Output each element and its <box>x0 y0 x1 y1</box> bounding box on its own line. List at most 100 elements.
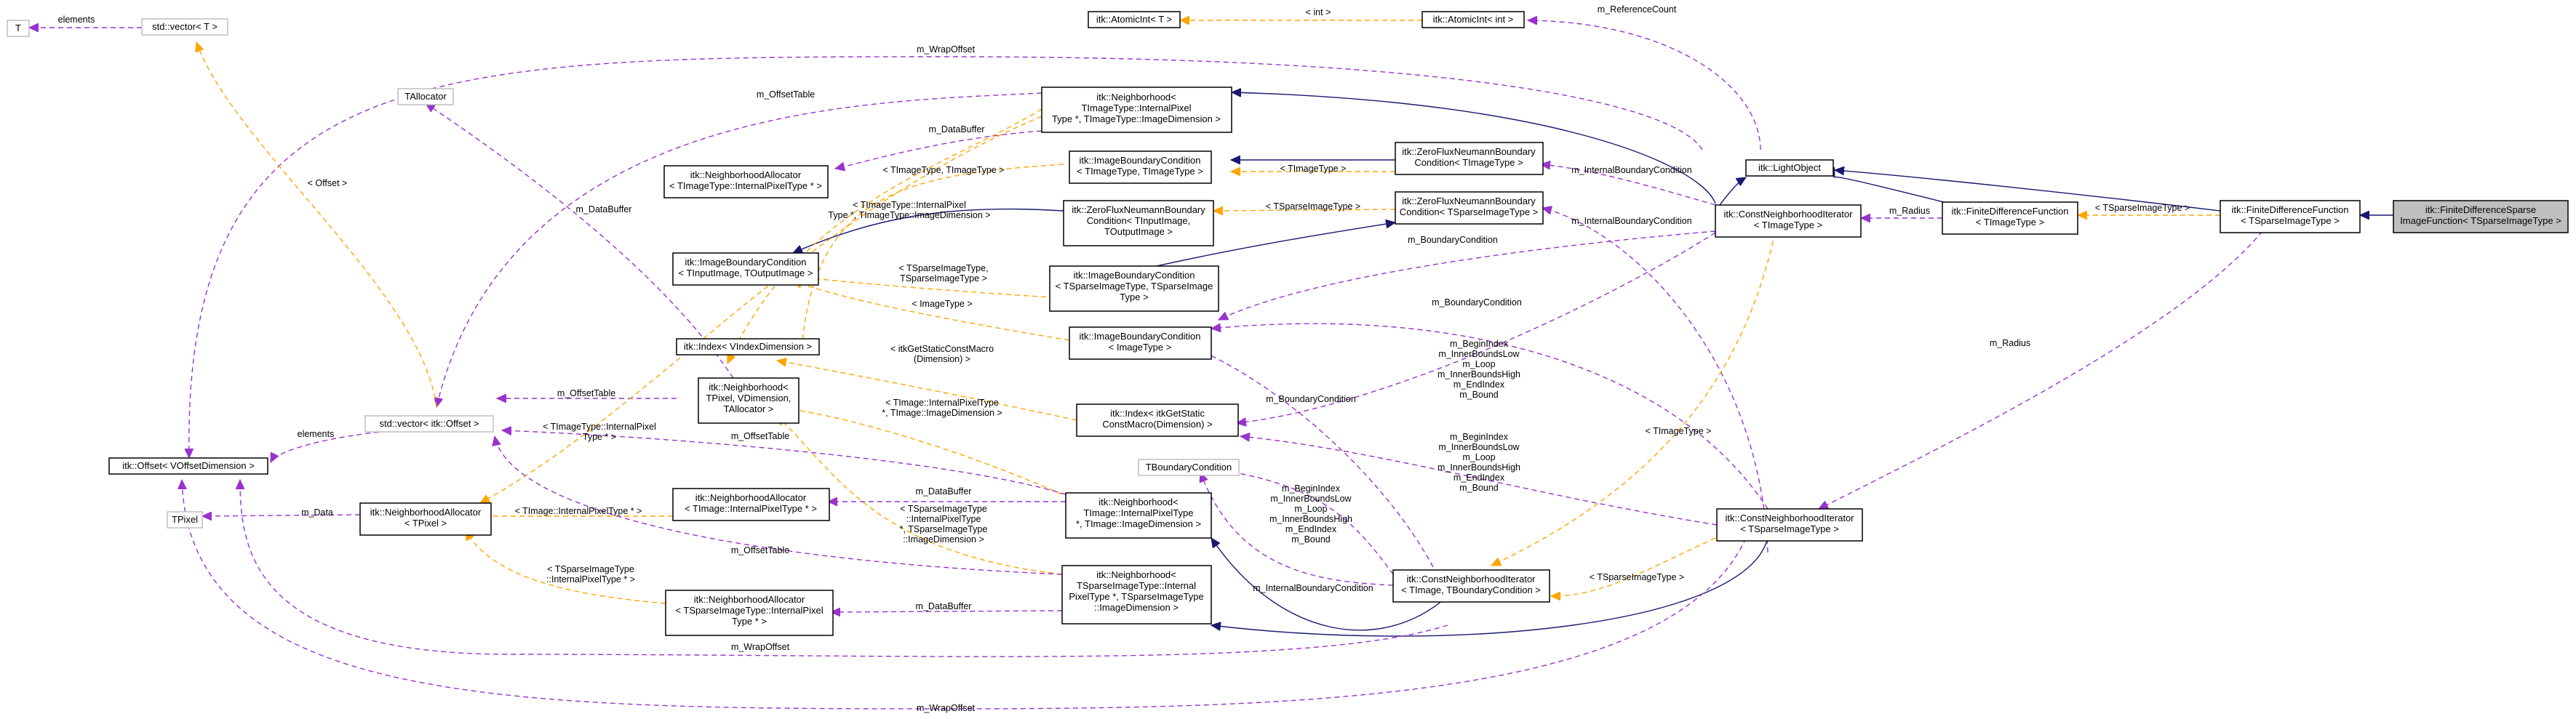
class-box-neighborhood-timagetype[interactable]: itk::Neighborhood<TImageType::InternalPi… <box>1041 87 1232 133</box>
text-line: itk::ConstNeighborhoodIterator <box>1723 209 1853 220</box>
class-box-ibc-tinput-toutput[interactable]: itk::ImageBoundaryCondition< TInputImage… <box>672 252 819 286</box>
svg-text:itk::Index< VIndexDimension >: itk::Index< VIndexDimension > <box>684 341 812 352</box>
label-databuffer-left: m_DataBuffer <box>576 204 632 214</box>
text-line: TImageType::InternalPixel <box>1081 103 1191 113</box>
label-boundary-1: m_BoundaryCondition <box>1408 235 1498 245</box>
class-box-tpixel[interactable]: TPixel <box>167 511 203 529</box>
edge-m-data <box>202 515 361 516</box>
text-line: (Dimension) > <box>914 354 970 364</box>
class-box-offset-voffsetdimension[interactable]: itk::Offset< VOffsetDimension > <box>108 457 268 475</box>
class-box-cni-timagetype[interactable]: itk::ConstNeighborhoodIterator< TImageTy… <box>1715 204 1862 238</box>
class-box-index-vindexdimension[interactable]: itk::Index< VIndexDimension > <box>676 338 820 356</box>
class-box-fdf-tsparse[interactable]: itk::FiniteDifferenceFunction< TSparseIm… <box>2220 200 2361 233</box>
text-line: m_InnerBoundsLow <box>1438 442 1520 452</box>
text-line: itk::ZeroFluxNeumannBoundary <box>1402 146 1536 157</box>
text-line: < TSparseImageType > <box>2241 215 2340 226</box>
class-box-neighborhood-allocator-tsparse[interactable]: itk::NeighborhoodAllocator< TSparseImage… <box>665 590 834 636</box>
edge-tparam-tsparse-cni <box>1551 537 1716 596</box>
class-box-std-vector-offset[interactable]: std::vector< itk::Offset > <box>364 415 494 433</box>
class-box-neighborhood-allocator-timagetype-top[interactable]: itk::NeighborhoodAllocator< TImageType::… <box>663 165 829 198</box>
label-offsettable-low: m_OffsetTable <box>731 431 789 441</box>
svg-text:std::vector< itk::Offset >: std::vector< itk::Offset > <box>379 418 479 429</box>
text-line: std::vector< itk::Offset > <box>379 418 479 429</box>
edge-wrapoffset-top <box>189 56 1703 458</box>
text-line: ::InternalPixelType <box>906 514 981 524</box>
class-box-neighborhood-allocator-tpixel[interactable]: itk::NeighborhoodAllocator< TPixel > <box>359 502 492 536</box>
text-line: T <box>15 23 21 33</box>
text-line: m_WrapOffset <box>917 703 976 713</box>
label-offset-template: < Offset > <box>308 178 348 188</box>
class-box-cni-tsparse[interactable]: itk::ConstNeighborhoodIterator< TSparseI… <box>1716 508 1863 542</box>
class-box-atomicint-int[interactable]: itk::AtomicInt< int > <box>1421 11 1525 28</box>
class-box-neighborhood-tsparse[interactable]: itk::Neighborhood<TSparseImageType::Inte… <box>1061 565 1212 624</box>
class-box-lightobject[interactable]: itk::LightObject <box>1745 159 1834 177</box>
class-box-neighborhood-allocator-timage-mid[interactable]: itk::NeighborhoodAllocator< TImage::Inte… <box>672 488 830 521</box>
class-box-image-boundary-condition-timagetype-pair[interactable]: itk::ImageBoundaryCondition< TImageType,… <box>1069 150 1212 184</box>
edge-inherit-ibc-tin <box>793 208 1064 253</box>
text-line: itk::NeighborhoodAllocator <box>690 169 802 180</box>
class-box-cni-timage-tboundarycondition[interactable]: itk::ConstNeighborhoodIterator< TImage, … <box>1392 569 1550 603</box>
text-line: *, TSparseImageType <box>900 524 988 534</box>
class-box-fdf-timagetype[interactable]: itk::FiniteDifferenceFunction< TImageTyp… <box>1942 201 2078 235</box>
label-getstatic: < itkGetStaticConstMacro(Dimension) > <box>890 344 994 364</box>
class-box-ibc-imagetype[interactable]: itk::ImageBoundaryCondition< ImageType > <box>1069 326 1212 360</box>
class-box-neighborhood-timage[interactable]: itk::Neighborhood<TImage::InternalPixelT… <box>1065 492 1212 539</box>
text-line: itk::ZeroFluxNeumannBoundary <box>1402 196 1536 206</box>
text-line: itk::ConstNeighborhoodIterator <box>1406 574 1536 585</box>
class-box-neighborhood-tpixel[interactable]: itk::Neighborhood<TPixel, VDimension,TAl… <box>698 377 799 424</box>
text-line: < TImageType > <box>1646 426 1712 436</box>
svg-text:itk::FiniteDifferenceFunction<: itk::FiniteDifferenceFunction< TSparseIm… <box>2232 204 2349 226</box>
class-box-atomicint-t[interactable]: itk::AtomicInt< T > <box>1088 11 1181 28</box>
class-box-tboundarycondition[interactable]: TBoundaryCondition <box>1138 459 1240 476</box>
text-line: < TImageType > <box>1754 220 1822 230</box>
edge-tparam-timage-internal-mid <box>777 407 1063 495</box>
text-line: TSparseImageType > <box>900 273 987 284</box>
text-line: itk::ConstNeighborhoodIterator <box>1725 513 1854 523</box>
svg-text:itk::ConstNeighborhoodIterator: itk::ConstNeighborhoodIterator< TImageTy… <box>1723 209 1853 230</box>
svg-text:itk::NeighborhoodAllocator< TI: itk::NeighborhoodAllocator< TImageType::… <box>669 169 822 191</box>
text-line: < TImageType, TImageType > <box>883 165 1005 175</box>
text-line: Type *, TImageType::ImageDimension > <box>1052 113 1221 124</box>
svg-text:TPixel: TPixel <box>172 514 198 525</box>
text-line: itk::Neighborhood< <box>709 382 789 393</box>
edge-radius-2 <box>1819 230 2263 510</box>
label-radius-1: m_Radius <box>1889 206 1930 216</box>
svg-text:itk::Neighborhood<TImageType::: itk::Neighborhood<TImageType::InternalPi… <box>1052 92 1221 124</box>
text-line: itk::Index< itkGetStatic <box>1110 408 1205 419</box>
class-box-std-vector-t[interactable]: std::vector< T > <box>141 18 228 36</box>
text-line: m_Loop <box>1462 452 1495 462</box>
text-line: m_Data <box>301 507 333 518</box>
text-line: < TInputImage, TOutputImage > <box>678 268 813 278</box>
edge-boundary-2 <box>1211 323 1768 510</box>
text-line: TPixel, VDimension, <box>706 393 791 403</box>
class-box-ibc-tsparse-pair[interactable]: itk::ImageBoundaryCondition< TSparseImag… <box>1049 265 1219 312</box>
svg-text:itk::AtomicInt< int >: itk::AtomicInt< int > <box>1433 14 1514 25</box>
text-line: Type * > <box>732 616 767 627</box>
label-internal-bc-2: m_InternalBoundaryCondition <box>1571 216 1691 226</box>
label-m-data: m_Data <box>301 507 333 518</box>
svg-text:itk::Offset< VOffsetDimension: itk::Offset< VOffsetDimension > <box>122 460 255 471</box>
text-line: m_Radius <box>1889 206 1930 216</box>
text-line: m_InnerBoundsHigh <box>1437 369 1520 379</box>
class-box-t[interactable]: T <box>7 20 30 37</box>
edge-inherit-lightobject-fdf-timage <box>1835 177 1950 204</box>
text-line: m_DataBuffer <box>916 486 972 497</box>
edge-inherit-neighborhood-tsparse <box>1211 537 1768 637</box>
class-box-tallocator[interactable]: TAllocator <box>397 88 454 105</box>
text-line: m_DataBuffer <box>916 601 972 611</box>
label-internal-bc-3: m_InternalBoundaryCondition <box>1253 583 1373 593</box>
label-offsettable-top: m_OffsetTable <box>757 89 815 100</box>
text-line: m_Bound <box>1459 390 1499 400</box>
label-wrapoffset-top: m_WrapOffset <box>917 44 976 55</box>
svg-text:itk::ImageBoundaryCondition< T: itk::ImageBoundaryCondition< TImageType,… <box>1077 155 1203 177</box>
